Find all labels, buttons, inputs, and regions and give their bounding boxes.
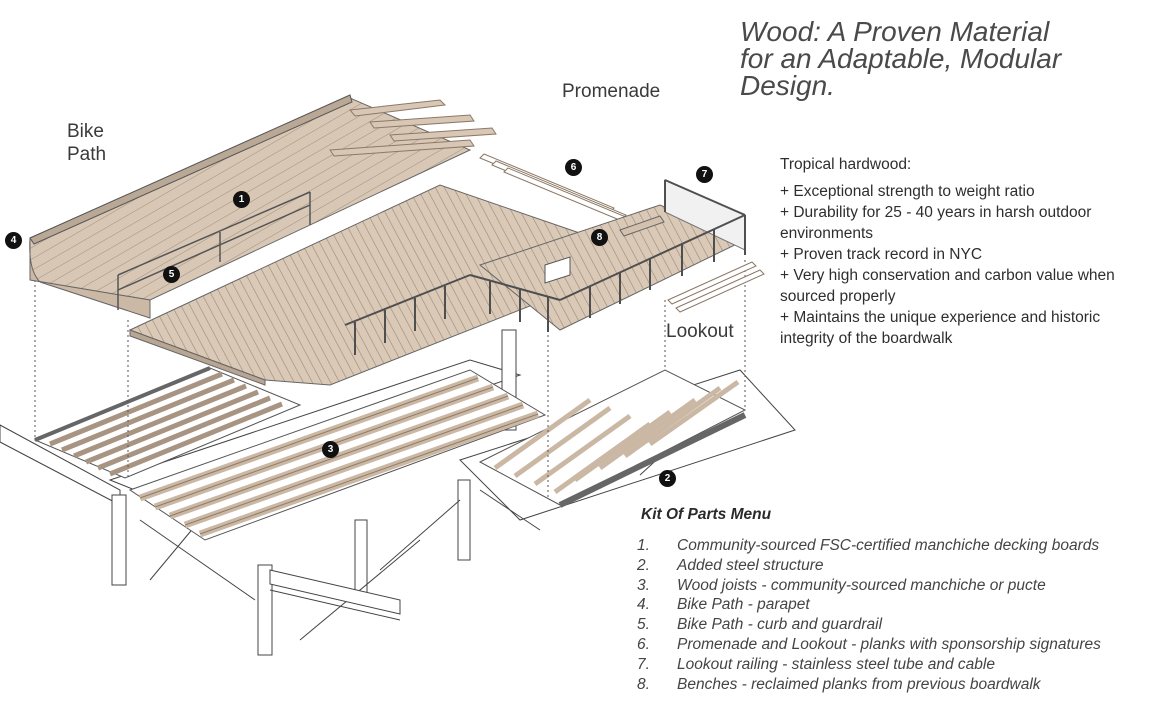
kit-item-text: Promenade and Lookout - planks with spon… — [677, 635, 1101, 653]
title-line-2: for an Adaptable, Modular — [740, 43, 1062, 74]
marker-3: 3 — [322, 441, 339, 458]
steel-edge-beam-lookout — [558, 412, 747, 508]
kit-item-number: 8. — [637, 675, 650, 693]
property-item: + Maintains the unique experience and hi… — [780, 309, 1101, 347]
diagram-title: Wood: A Proven Material for an Adaptable… — [740, 16, 1150, 101]
loose-planks — [329, 99, 497, 157]
marker-8: 8 — [591, 229, 608, 246]
kit-of-parts-menu: Kit Of Parts Menu 1. Community-sourced FS… — [637, 506, 1152, 694]
kit-item: 4. Bike Path - parapet — [637, 595, 1152, 615]
pile-post — [257, 564, 273, 656]
promenade-deck-edge — [129, 329, 266, 386]
kit-item-text: Community-sourced FSC-certified manchich… — [677, 537, 1100, 554]
kit-item-text: Lookout railing - stainless steel tube a… — [677, 655, 995, 673]
projection-lines — [34, 255, 746, 500]
kit-item-number: 5. — [637, 616, 650, 634]
kit-item: 3. Wood joists - community-sourced manchi… — [637, 576, 1152, 596]
cross-brace — [379, 499, 461, 571]
marker-6: 6 — [565, 159, 582, 176]
promenade-label: Promenade — [562, 81, 661, 102]
ground-beam-bottom — [269, 569, 401, 615]
bike-path-label: Bike Path — [67, 120, 106, 166]
pile-post — [111, 494, 127, 586]
bike-joist-grid — [33, 366, 302, 479]
title-line-1: Wood: A Proven Material — [740, 16, 1050, 47]
material-properties: Tropical hardwood: + Exceptional strengt… — [780, 154, 1150, 349]
cross-brace — [139, 519, 256, 601]
lookout-joists — [493, 379, 740, 495]
bike-path-deck — [29, 94, 497, 319]
kit-item-number: 7. — [637, 655, 650, 673]
lookout-joist-grid — [478, 369, 747, 508]
lookout-deck — [344, 179, 747, 355]
kit-item: 2. Added steel structure — [637, 556, 1152, 576]
bench-plank — [619, 215, 665, 237]
pile-post — [354, 519, 368, 601]
cross-brace — [479, 489, 541, 531]
bike-parapet-curve — [29, 237, 151, 319]
marker-2: 2 — [659, 470, 676, 487]
kit-item: 6. Promenade and Lookout - planks with sp… — [637, 635, 1152, 655]
marker-4: 4 — [5, 232, 22, 249]
promenade-joist-grid — [128, 369, 547, 541]
cross-brace — [299, 539, 421, 641]
kit-item-text: Benches - reclaimed planks from previous… — [677, 675, 1041, 693]
cross-brace — [269, 589, 401, 621]
marker-5: 5 — [163, 266, 180, 283]
marker-1: 1 — [233, 191, 250, 208]
properties-heading: Tropical hardwood: — [780, 156, 912, 173]
lookout-bench — [544, 256, 571, 284]
lookout-railing — [344, 179, 746, 355]
title-line-3: Design. — [740, 70, 835, 101]
lookout-label: Lookout — [666, 321, 734, 342]
bike-path-label-line-1: Bike — [67, 121, 104, 142]
kit-title: Kit Of Parts Menu — [641, 506, 772, 523]
kit-item-number: 6. — [637, 635, 650, 653]
bike-guardrail — [117, 191, 311, 310]
kit-item-text: Wood joists - community-sourced manchich… — [677, 576, 1046, 594]
kit-item: 1. Community-sourced FSC-certified manchi… — [637, 536, 1152, 556]
kit-item: 7. Lookout railing - stainless steel tube… — [637, 655, 1152, 675]
marker-7: 7 — [696, 166, 713, 183]
property-item: + Proven track record in NYC — [780, 246, 983, 263]
kit-item-text: Bike Path - curb and guardrail — [677, 616, 883, 634]
property-item: + Exceptional strength to weight ratio — [780, 183, 1035, 200]
kit-item: 5. Bike Path - curb and guardrail — [637, 615, 1152, 635]
kit-item-number: 2. — [637, 556, 650, 574]
promenade-deck — [128, 153, 765, 386]
kit-item-number: 3. — [637, 576, 650, 594]
promenade-loose-planks — [479, 153, 765, 313]
kit-item-number: 4. — [637, 596, 650, 614]
bike-parapet — [29, 94, 353, 245]
property-item: + Durability for 25 - 40 years in harsh … — [780, 204, 1092, 242]
kit-item-number: 1. — [637, 537, 650, 554]
pile-post — [457, 479, 471, 561]
kit-item-text: Added steel structure — [677, 556, 824, 574]
kit-item: 8. Benches - reclaimed planks from previo… — [637, 675, 1152, 695]
kit-item-text: Bike Path - parapet — [677, 596, 810, 614]
lookout-joist-frame — [478, 369, 747, 506]
bike-path-label-line-2: Path — [67, 144, 107, 165]
steel-edge-beam — [34, 366, 211, 442]
bike-joists — [49, 371, 283, 477]
property-item: + Very high conservation and carbon valu… — [780, 267, 1115, 305]
